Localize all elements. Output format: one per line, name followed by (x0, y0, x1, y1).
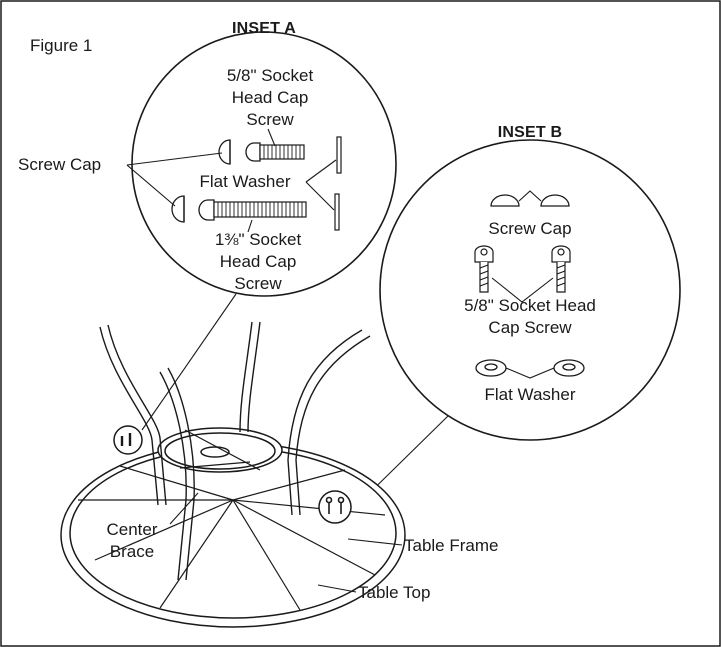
inset-b-screw-cap-label: Screw Cap (488, 219, 572, 238)
inset-a-title: INSET A (232, 20, 296, 37)
long-screw-part (198, 199, 307, 221)
inset-a-location-marker (113, 425, 143, 455)
table-frame-label: Table Frame (404, 536, 499, 555)
flat-washer-upper-part (336, 136, 342, 174)
inset-a-long-screw-label-line2: Head Cap (219, 252, 297, 271)
table-leg-4 (287, 329, 371, 516)
table-assembly (60, 321, 406, 628)
table-leg-2 (159, 367, 195, 581)
inset-a-short-screw-label-line1: 5/8" Socket (226, 66, 314, 85)
flat-washer-lower-part (334, 193, 340, 231)
inset-a-flat-washer-label: Flat Washer (199, 172, 291, 191)
inset-b-screw-cap-left-part (490, 194, 520, 207)
inset-a-pointer (141, 293, 237, 431)
inset-a-short-screw-label-line3: Screw (246, 110, 294, 129)
inset-a-short-screw-label-line2: Head Cap (231, 88, 309, 107)
table-top-label: Table Top (358, 583, 431, 602)
inset-b-flat-washer-label: Flat Washer (484, 385, 576, 404)
inset-b-washer-right-part (553, 359, 585, 377)
inset-b-location-marker (318, 490, 352, 524)
inset-b-screw-label-line1: 5/8" Socket Head (464, 296, 596, 315)
center-brace-label-line2: Brace (109, 542, 155, 561)
figure-label: Figure 1 (30, 36, 93, 55)
inset-b-title: INSET B (497, 124, 563, 141)
screw-cap-lower-part (171, 195, 185, 223)
inset-a-long-screw-label-line3: Screw (234, 274, 282, 293)
screw-cap-callout: Screw Cap (18, 155, 102, 174)
center-ring (157, 427, 283, 473)
inset-b-screw-left-part (474, 245, 494, 293)
inset-b-screw-cap-right-part (540, 194, 570, 207)
center-brace-label-line1: Center (106, 520, 158, 539)
short-screw-part (245, 142, 305, 162)
table-leg-3 (239, 321, 261, 433)
inset-a-long-screw-label-line1: 1⅜" Socket (214, 230, 302, 249)
inset-b-screw-right-part (551, 245, 571, 293)
inset-b-circle (379, 139, 681, 441)
table-leg-1 (99, 324, 167, 506)
inset-b-washer-left-part (475, 359, 507, 377)
inset-b-screw-label-line2: Cap Screw (488, 318, 572, 337)
